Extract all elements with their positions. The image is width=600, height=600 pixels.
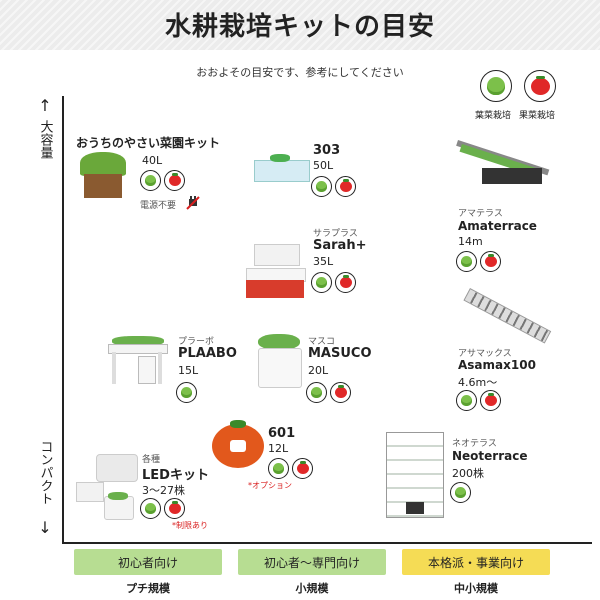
legend-leaf-icon [480, 70, 512, 102]
amaterrace-capacity: 14m [458, 235, 483, 248]
legend-fruit-label: 果菜栽培 [519, 111, 556, 121]
sarah-kana: サラプラス [313, 229, 358, 239]
neoterrace-name: Neoterrace [452, 449, 528, 463]
p601-badges [268, 458, 313, 479]
led-badges [140, 498, 185, 519]
led-kit-image [76, 452, 138, 522]
p601-name: 601 [268, 426, 296, 441]
leaf-icon [450, 482, 471, 503]
legend-tomato-icon [524, 70, 556, 102]
ouchi-badges [140, 170, 185, 191]
leaf-icon [311, 176, 332, 197]
leaf-icon [140, 170, 161, 191]
masuco-image [256, 334, 302, 388]
p601-capacity: 12L [268, 442, 289, 455]
asamax-name: Asamax100 [458, 358, 536, 372]
tomato-icon [480, 390, 501, 411]
plug-crossed-icon [186, 195, 200, 210]
leaf-icon [456, 251, 477, 272]
p601-note: *オプション [248, 481, 292, 490]
tomato-icon [330, 382, 351, 403]
asamax-badges [456, 390, 501, 411]
plaabo-capacity: 15L [178, 364, 199, 377]
p303-name: 303 [313, 143, 341, 158]
down-arrow-icon: ↓ [38, 518, 52, 537]
tomato-icon [164, 170, 185, 191]
amaterrace-kana: アマテラス [458, 209, 503, 219]
asamax-capacity: 4.6m～ [458, 376, 498, 389]
category-beginner-pro: 初心者～専門向け [238, 549, 386, 575]
category-professional: 本格派・事業向け [402, 549, 550, 575]
amaterrace-badges [456, 251, 501, 272]
category-beginner-pro-label: 初心者～専門向け [263, 555, 360, 570]
neoterrace-kana: ネオテラス [452, 439, 497, 449]
plaabo-image [108, 336, 168, 386]
up-arrow-icon: ↑ [38, 96, 52, 115]
leaf-icon [268, 458, 289, 479]
page-title: 水耕栽培キットの目安 [164, 12, 435, 42]
asamax-kana: アサマックス [458, 349, 512, 359]
leaf-icon [176, 382, 197, 403]
leaf-icon [311, 272, 332, 293]
led-capacity: 3～27株 [142, 484, 185, 497]
ouchi-kit-image [76, 152, 130, 200]
plaabo-name: PLAABO [178, 346, 237, 361]
led-note: *制限あり [172, 521, 208, 530]
p601-image [212, 420, 264, 468]
neoterrace-capacity: 200株 [452, 467, 484, 480]
horizontal-axis [62, 542, 592, 544]
p303-capacity: 50L [313, 159, 334, 172]
asamax-image [463, 288, 552, 344]
scale-medium-small: 中小規模 [454, 582, 498, 595]
category-beginner: 初心者向け [74, 549, 222, 575]
scale-small: 小規模 [295, 582, 329, 595]
ouchi-name: おうちのやさい菜園キット [76, 136, 221, 150]
tomato-icon [335, 176, 356, 197]
tomato-icon [164, 498, 185, 519]
leaf-icon [306, 382, 327, 403]
masuco-kana: マスコ [308, 337, 336, 347]
masuco-capacity: 20L [308, 364, 329, 377]
neoterrace-badges [450, 482, 471, 503]
amaterrace-image [456, 140, 554, 194]
category-beginner-label: 初心者向け [117, 555, 178, 570]
leaf-icon [456, 390, 477, 411]
masuco-badges [306, 382, 351, 403]
axis-bottom-label: コンパクト [37, 440, 53, 505]
sarah-badges [311, 272, 356, 293]
amaterrace-name: Amaterrace [458, 219, 537, 233]
category-professional-label: 本格派・事業向け [427, 555, 524, 570]
masuco-name: MASUCO [308, 346, 372, 361]
ouchi-capacity: 40L [142, 154, 163, 167]
led-kana: 各種 [142, 455, 161, 465]
tomato-icon [292, 458, 313, 479]
tomato-icon [335, 272, 356, 293]
led-name: LEDキット [142, 468, 209, 483]
p303-image [254, 152, 310, 182]
tomato-icon [480, 251, 501, 272]
sarah-name: Sarah+ [313, 238, 367, 253]
plaabo-badges [176, 382, 197, 403]
scale-petit: プチ規模 [126, 582, 170, 595]
p303-badges [311, 176, 356, 197]
plaabo-kana: プラーボ [178, 337, 215, 347]
leaf-icon [140, 498, 161, 519]
title-bar [0, 0, 600, 50]
legend-leaf-label: 葉菜栽培 [475, 111, 512, 121]
sarah-image [246, 244, 306, 300]
page-subtitle: おおよその目安です、参考にしてください [196, 66, 404, 79]
sarah-capacity: 35L [313, 255, 334, 268]
vertical-axis [62, 96, 64, 544]
ouchi-note: 電源不要 [140, 201, 177, 211]
neoterrace-image [386, 432, 444, 518]
axis-top-label: 大容量 [37, 120, 53, 159]
